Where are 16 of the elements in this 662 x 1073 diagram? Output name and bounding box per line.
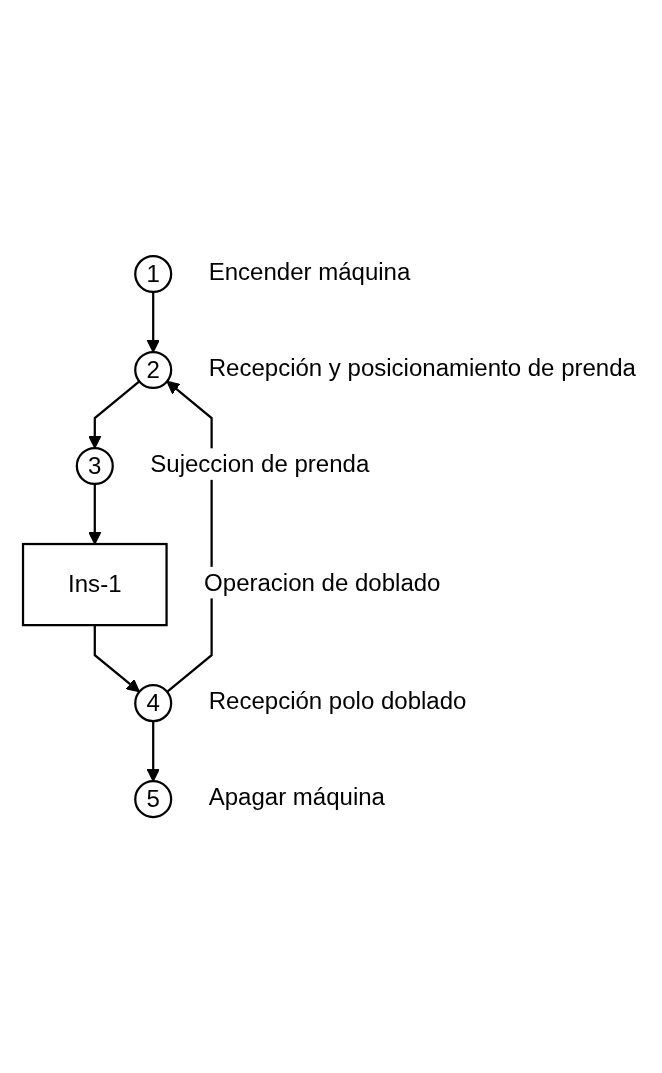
arrow	[146, 721, 160, 782]
arrow	[88, 380, 141, 449]
node-circle: 3	[75, 446, 114, 485]
step-description: Recepción polo doblado	[208, 687, 467, 715]
node-circle: 2	[134, 350, 173, 389]
node-box: Ins-1	[21, 542, 168, 627]
step-description: Operacion de doblado	[204, 568, 441, 596]
arrow	[93, 625, 140, 693]
step-description: Encender máquina	[208, 258, 411, 286]
step-description: Sujeccion de prenda	[150, 450, 370, 478]
arrow	[146, 291, 160, 353]
step-description: Apagar máquina	[208, 783, 385, 811]
step-description: Recepción y posicionamiento de prenda	[208, 354, 636, 382]
node-circle: 5	[134, 779, 173, 819]
node-circle: 4	[134, 684, 173, 723]
node-circle: 1	[134, 254, 173, 294]
